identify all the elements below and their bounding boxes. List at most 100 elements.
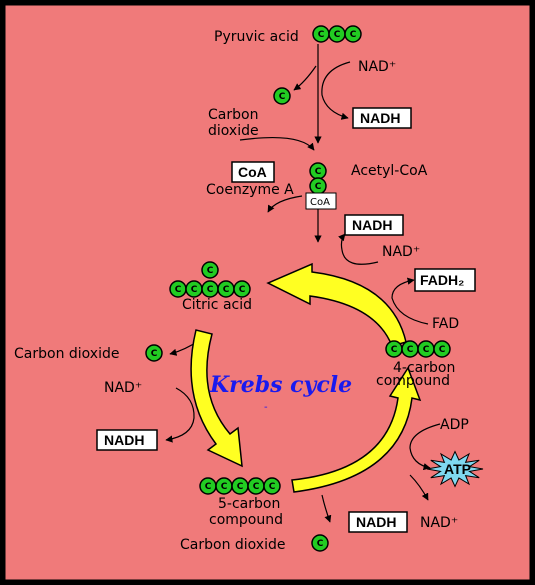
carbon-atom: C (231, 477, 249, 495)
svg-text:C: C (221, 482, 228, 492)
label-citric-acid: Citric acid (182, 297, 252, 313)
carbon-atom: C (201, 280, 219, 298)
svg-text:C: C (253, 482, 260, 492)
carbon-atom: C (247, 477, 265, 495)
box-nadh-top: NADH (352, 107, 412, 129)
label-carbon-dioxide-bottom: Carbon dioxide (180, 537, 285, 553)
carbon-atom: C (328, 25, 346, 43)
cycle-arrow-top (266, 262, 407, 347)
carbon-atom: C (215, 477, 233, 495)
carbon-atom: C (311, 534, 329, 552)
reaction-arrows (165, 44, 441, 523)
svg-text:C: C (334, 30, 341, 40)
label-pyruvic-acid: Pyruvic acid (214, 29, 299, 45)
carbon-atom: C (263, 477, 281, 495)
carbon-atom: C (344, 25, 362, 43)
arrow-coa-released (267, 195, 303, 213)
svg-text:C: C (175, 285, 182, 295)
svg-text:C: C (350, 30, 357, 40)
label-nad-top: NAD⁺ (358, 59, 396, 75)
svg-text:C: C (391, 345, 398, 355)
label-krebs-cycle: Krebs cycle (209, 372, 352, 398)
svg-text:C: C (239, 285, 246, 295)
svg-text:C: C (223, 285, 230, 295)
svg-text:C: C (151, 349, 158, 359)
label-four-carbon-1: 4-carbon (393, 360, 455, 376)
krebs-cycle-arrows (190, 262, 422, 493)
atp-starburst: ATP (426, 450, 484, 488)
arrow-fad-fadh2 (391, 277, 429, 325)
svg-text:C: C (205, 482, 212, 492)
label-nad-left: NAD⁺ (104, 380, 142, 396)
label-five-carbon-2: compound (209, 512, 283, 528)
svg-text:C: C (237, 482, 244, 492)
lone-carbon-top: C (273, 87, 291, 105)
svg-text:NADH: NADH (352, 217, 392, 233)
carbon-atom: C (201, 261, 219, 279)
svg-text:C: C (191, 285, 198, 295)
carbon-atom: C (169, 280, 187, 298)
box-nadh-mid: NADH (344, 214, 404, 236)
svg-text:FADH₂: FADH₂ (420, 272, 464, 288)
carbon-atom: C (433, 340, 451, 358)
label-carbon-dioxide-top-1: Carbon (208, 107, 258, 123)
svg-text:C: C (315, 167, 322, 177)
arrow-coenzyme-in (239, 136, 315, 151)
box-fadh2: FADH₂ (414, 268, 476, 292)
label-carbon-dioxide-left: Carbon dioxide (14, 346, 119, 362)
acetyl-coa-molecule: CC (309, 162, 327, 195)
svg-text:C: C (407, 345, 414, 355)
carbon-atom: C (199, 477, 217, 495)
carbon-atom: C (385, 340, 403, 358)
arrow-nad-nadh-bottom (409, 474, 429, 501)
carbon-atom: C (417, 340, 435, 358)
carbon-atom: C (273, 87, 291, 105)
label-fad: FAD (432, 316, 459, 332)
box-coa-small: CoA (305, 192, 337, 210)
carbon-atom: C (185, 280, 203, 298)
box-nadh-bottom: NADH (348, 511, 408, 533)
arrow-co2-out-top (293, 65, 317, 91)
label-acetyl-coa: Acetyl-CoA (351, 163, 428, 179)
svg-text:NADH: NADH (360, 110, 400, 126)
label-carbon-dioxide-top-2: dioxide (208, 123, 259, 139)
lone-carbon-left: C (145, 344, 163, 362)
label-five-carbon-1: 5-carbon (218, 496, 280, 512)
svg-text:C: C (207, 285, 214, 295)
svg-text:C: C (269, 482, 276, 492)
arrow-nad-to-nadh-top (321, 61, 351, 120)
svg-text:C: C (279, 92, 286, 102)
svg-text:C: C (423, 345, 430, 355)
label-adp: ADP (440, 417, 469, 433)
label-nad-right-upper: NAD⁺ (382, 244, 420, 260)
svg-text:NADH: NADH (104, 432, 144, 448)
arrow-nad-nadh-left (165, 387, 195, 443)
svg-text:NADH: NADH (356, 514, 396, 530)
cycle-arrow-bottom (291, 366, 422, 493)
svg-text:CoA: CoA (310, 197, 330, 208)
box-nadh-left: NADH (96, 429, 158, 451)
carbon-atom: C (233, 280, 251, 298)
carbon-atom: C (401, 340, 419, 358)
carbon-atom: C (309, 177, 327, 195)
label-nad-bottom: NAD⁺ (420, 515, 458, 531)
svg-text:C: C (318, 30, 325, 40)
carbon-atom: C (309, 162, 327, 180)
label-coenzyme-a: Coenzyme A (206, 182, 294, 198)
svg-text:C: C (317, 539, 324, 549)
carbon-atom: C (145, 344, 163, 362)
cycle-arrow-left (190, 329, 243, 468)
label-krebs-tick: - (264, 402, 268, 413)
box-coa: CoA (231, 161, 275, 183)
carbon-atom: C (217, 280, 235, 298)
arrow-nad-nadh-upper (338, 233, 379, 265)
svg-text:ATP: ATP (444, 461, 471, 477)
svg-text:C: C (207, 266, 214, 276)
svg-text:C: C (439, 345, 446, 355)
